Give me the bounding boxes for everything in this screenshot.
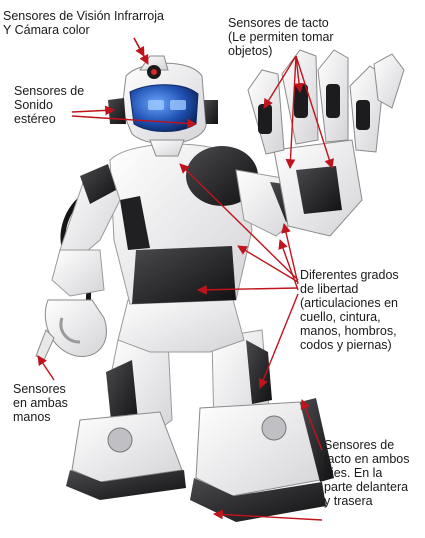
arrow-grados-6 — [258, 293, 299, 389]
arrow-sonido-1 — [71, 105, 115, 116]
arrow-vision-2 — [133, 37, 145, 57]
arrow-tacto-4 — [295, 55, 334, 169]
label-touch-sensors: Sensores de tacto (Le permiten tomar obj… — [228, 16, 334, 58]
arrow-manos — [37, 355, 55, 381]
label-degrees-of-freedom: Diferentes grados de libertad (articulac… — [300, 268, 399, 352]
label-vision-sensors: Sensores de Visión Infrarroja Y Cámara c… — [3, 9, 164, 37]
arrow-grados-2 — [237, 245, 299, 283]
arrow-tacto-1 — [263, 55, 297, 109]
arrow-pies-2 — [213, 509, 323, 521]
label-sound-sensors: Sensores de Sonido estéreo — [14, 84, 85, 126]
arrow-grados-4 — [197, 284, 299, 295]
arrow-grados-5 — [278, 239, 299, 291]
right-foot — [195, 401, 321, 497]
arrow-pies-1 — [300, 399, 323, 451]
label-foot-sensors: Sensores de tacto en ambos pies. En la p… — [324, 438, 410, 508]
arrow-sonido-2 — [71, 115, 197, 129]
left-hand — [44, 299, 107, 357]
arrow-tacto-3 — [285, 55, 297, 169]
arrow-tacto-2 — [294, 55, 304, 93]
label-hand-sensors: Sensores en ambas manos — [13, 382, 68, 424]
arrow-grados-3 — [281, 223, 299, 285]
arrow-grados-1 — [179, 163, 299, 281]
